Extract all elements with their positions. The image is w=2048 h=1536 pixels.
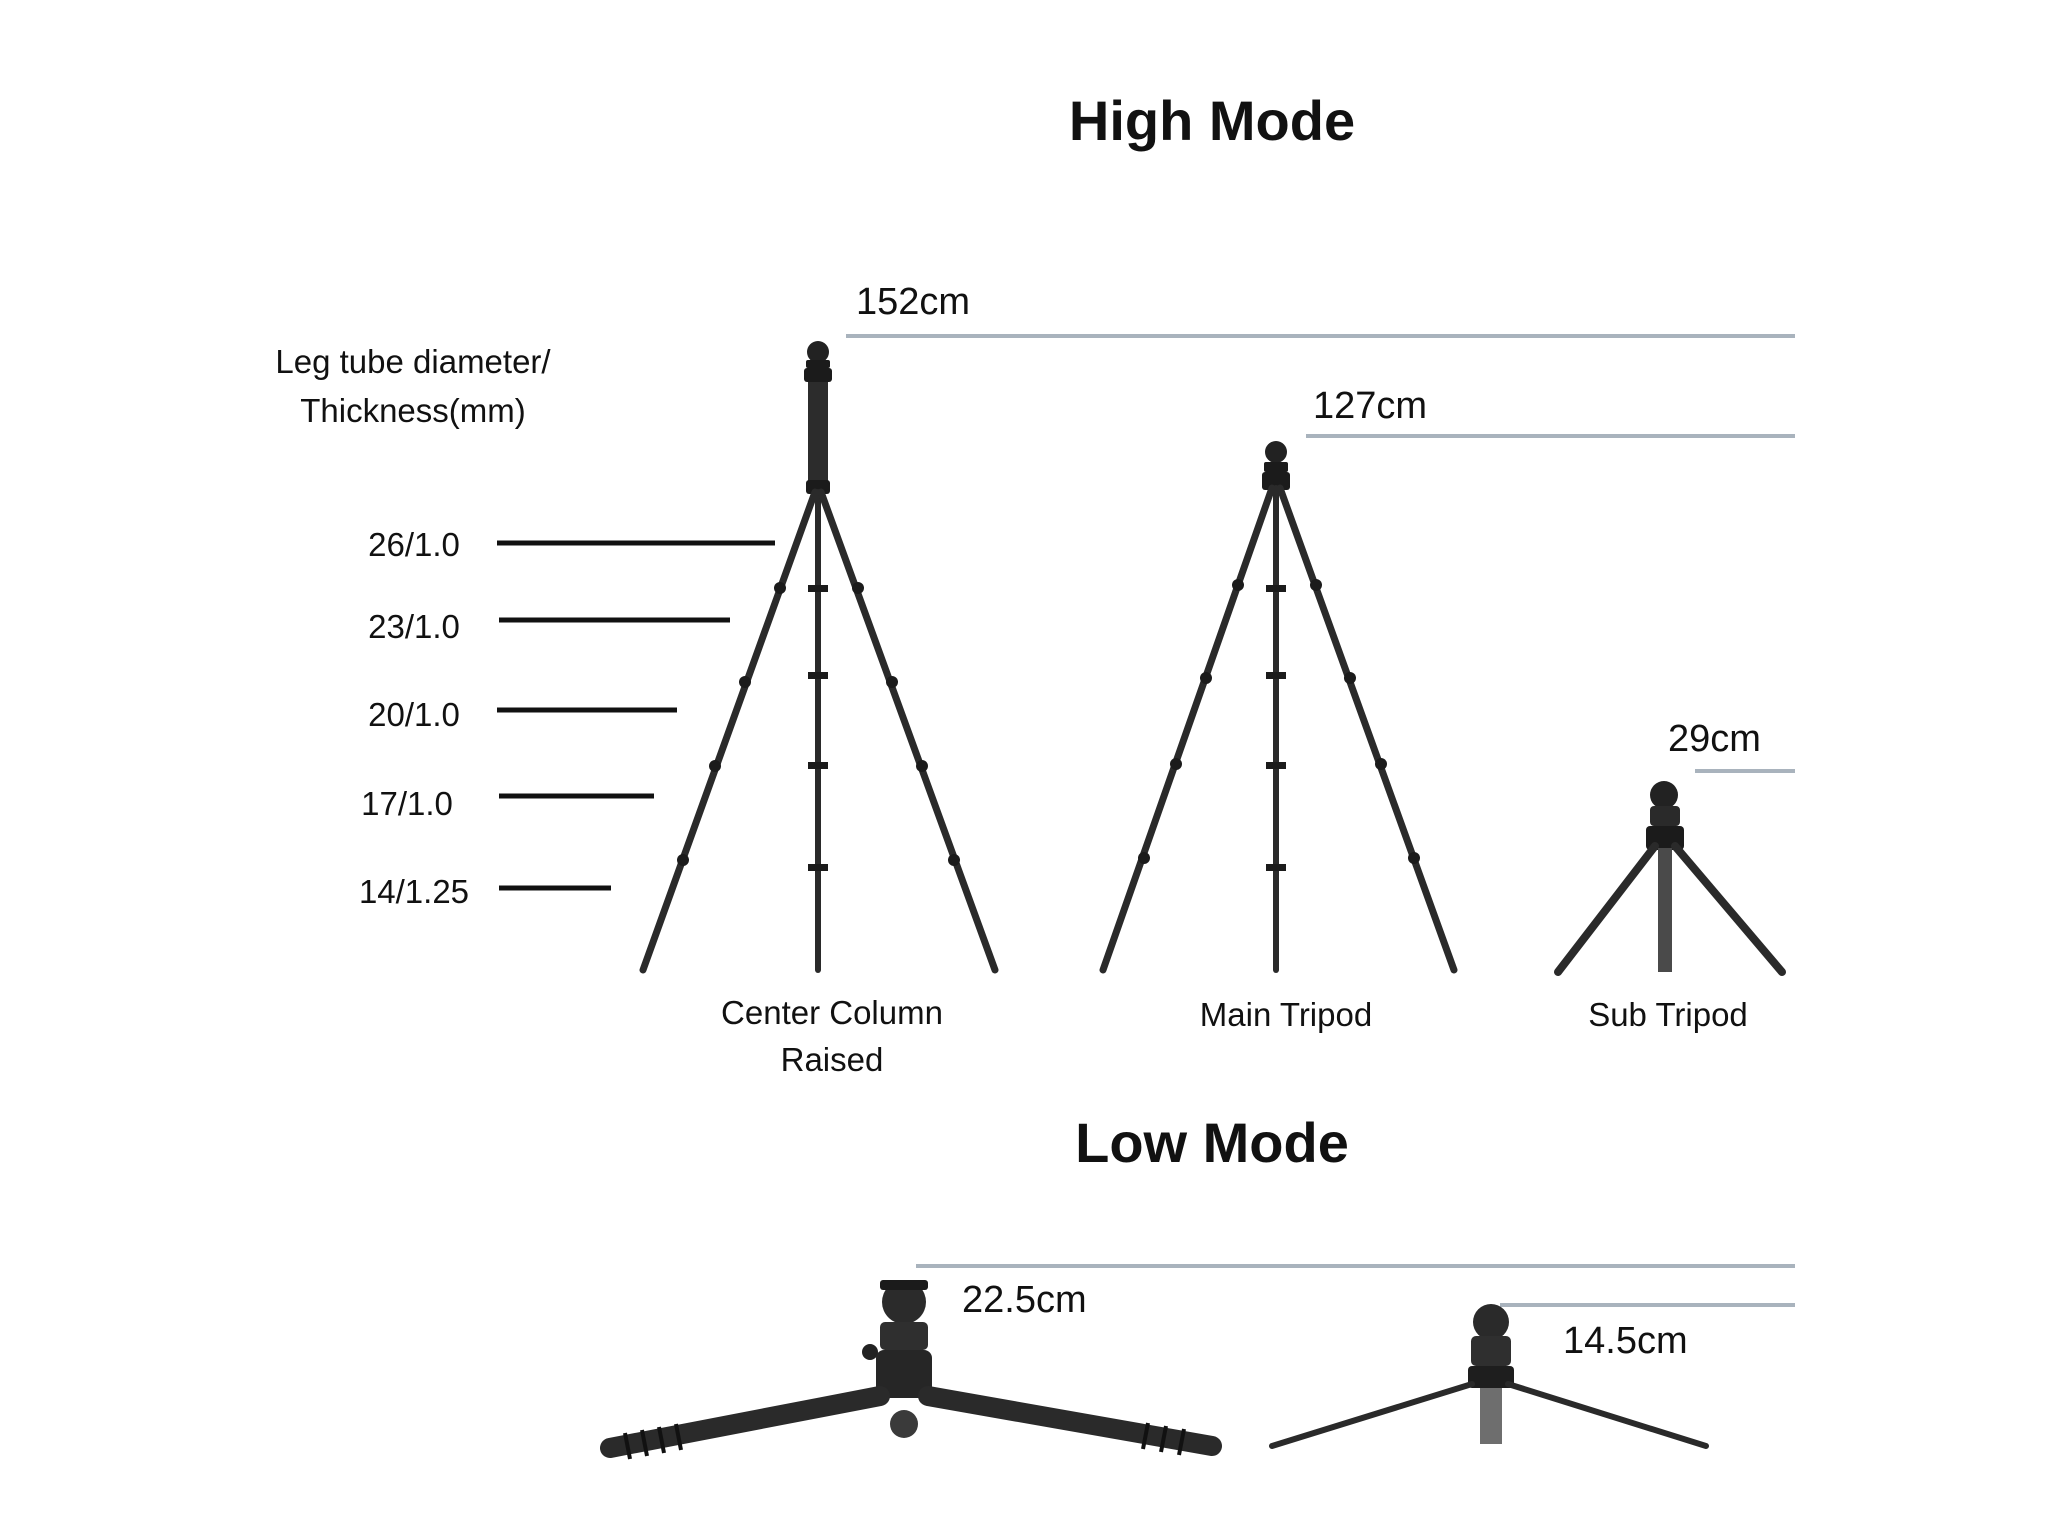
spec-label: 14/1.25 [359, 873, 469, 910]
spec-label: 26/1.0 [368, 526, 460, 563]
tripod-leg-left [600, 1386, 890, 1458]
ball-head [1265, 441, 1287, 463]
head-clamp [880, 1322, 928, 1350]
tripod-sub [1554, 781, 1786, 976]
low-mode-title: Low Mode [1075, 1111, 1349, 1174]
tripod-leg-left [1554, 842, 1659, 976]
height-value-29: 29cm [1668, 718, 1761, 760]
spec-header-line-1: Leg tube diameter/ [275, 343, 551, 380]
label-center-column-2: Raised [781, 1041, 884, 1078]
head-clamp [1650, 806, 1680, 826]
ball-head [1473, 1304, 1509, 1340]
leg-hub [876, 1350, 932, 1398]
height-value-127: 127cm [1313, 385, 1427, 427]
head-clamp [1471, 1336, 1511, 1366]
tripod-leg-left [1099, 484, 1276, 974]
leg-hub [1262, 472, 1290, 490]
leg-joints [677, 582, 960, 871]
tripod-leg-right [1671, 842, 1786, 976]
sub-column [1480, 1388, 1502, 1444]
clamp-knob [862, 1344, 878, 1360]
tripod-leg-right [1276, 484, 1458, 974]
spec-header-line-2: Thickness(mm) [300, 392, 526, 429]
label-center-column-1: Center Column [721, 994, 943, 1031]
leg-grips [623, 1422, 1186, 1460]
column-collar [804, 368, 832, 382]
tripod-leg-left [1269, 1381, 1475, 1449]
ball-head [1650, 781, 1678, 809]
tripod-leg-right [918, 1386, 1222, 1456]
spec-label: 23/1.0 [368, 608, 460, 645]
label-sub-tripod: Sub Tripod [1588, 996, 1748, 1033]
tripod-leg-right [1505, 1381, 1709, 1449]
height-value-22-5: 22.5cm [962, 1279, 1087, 1321]
tripod-leg-left [639, 488, 819, 974]
label-main-tripod: Main Tripod [1200, 996, 1372, 1033]
head-plate [806, 360, 830, 368]
tripod-low-main [600, 1280, 1222, 1460]
sub-column [1658, 848, 1672, 972]
leg-joints [1138, 579, 1420, 871]
tripod-main [1099, 441, 1458, 974]
height-references: 152cm 127cm 29cm 22.5cm 14.5cm [846, 281, 1795, 1362]
center-column [808, 368, 828, 486]
head-plate [880, 1280, 928, 1290]
spec-list: 26/1.0 23/1.0 20/1.0 17/1.0 14/1.25 [359, 526, 775, 910]
hook [890, 1410, 918, 1438]
height-value-14-5: 14.5cm [1563, 1320, 1688, 1362]
ball-head [807, 341, 829, 363]
head-plate [1264, 462, 1288, 472]
height-value-152: 152cm [856, 281, 970, 323]
tripod-leg-right [817, 488, 999, 974]
high-mode-title: High Mode [1069, 89, 1355, 152]
tripod-center-column-raised [639, 341, 999, 974]
spec-label: 20/1.0 [368, 696, 460, 733]
ball-head [882, 1280, 926, 1324]
tripod-low-sub [1269, 1304, 1709, 1449]
leg-hub [1468, 1366, 1514, 1388]
spec-label: 17/1.0 [361, 785, 453, 822]
